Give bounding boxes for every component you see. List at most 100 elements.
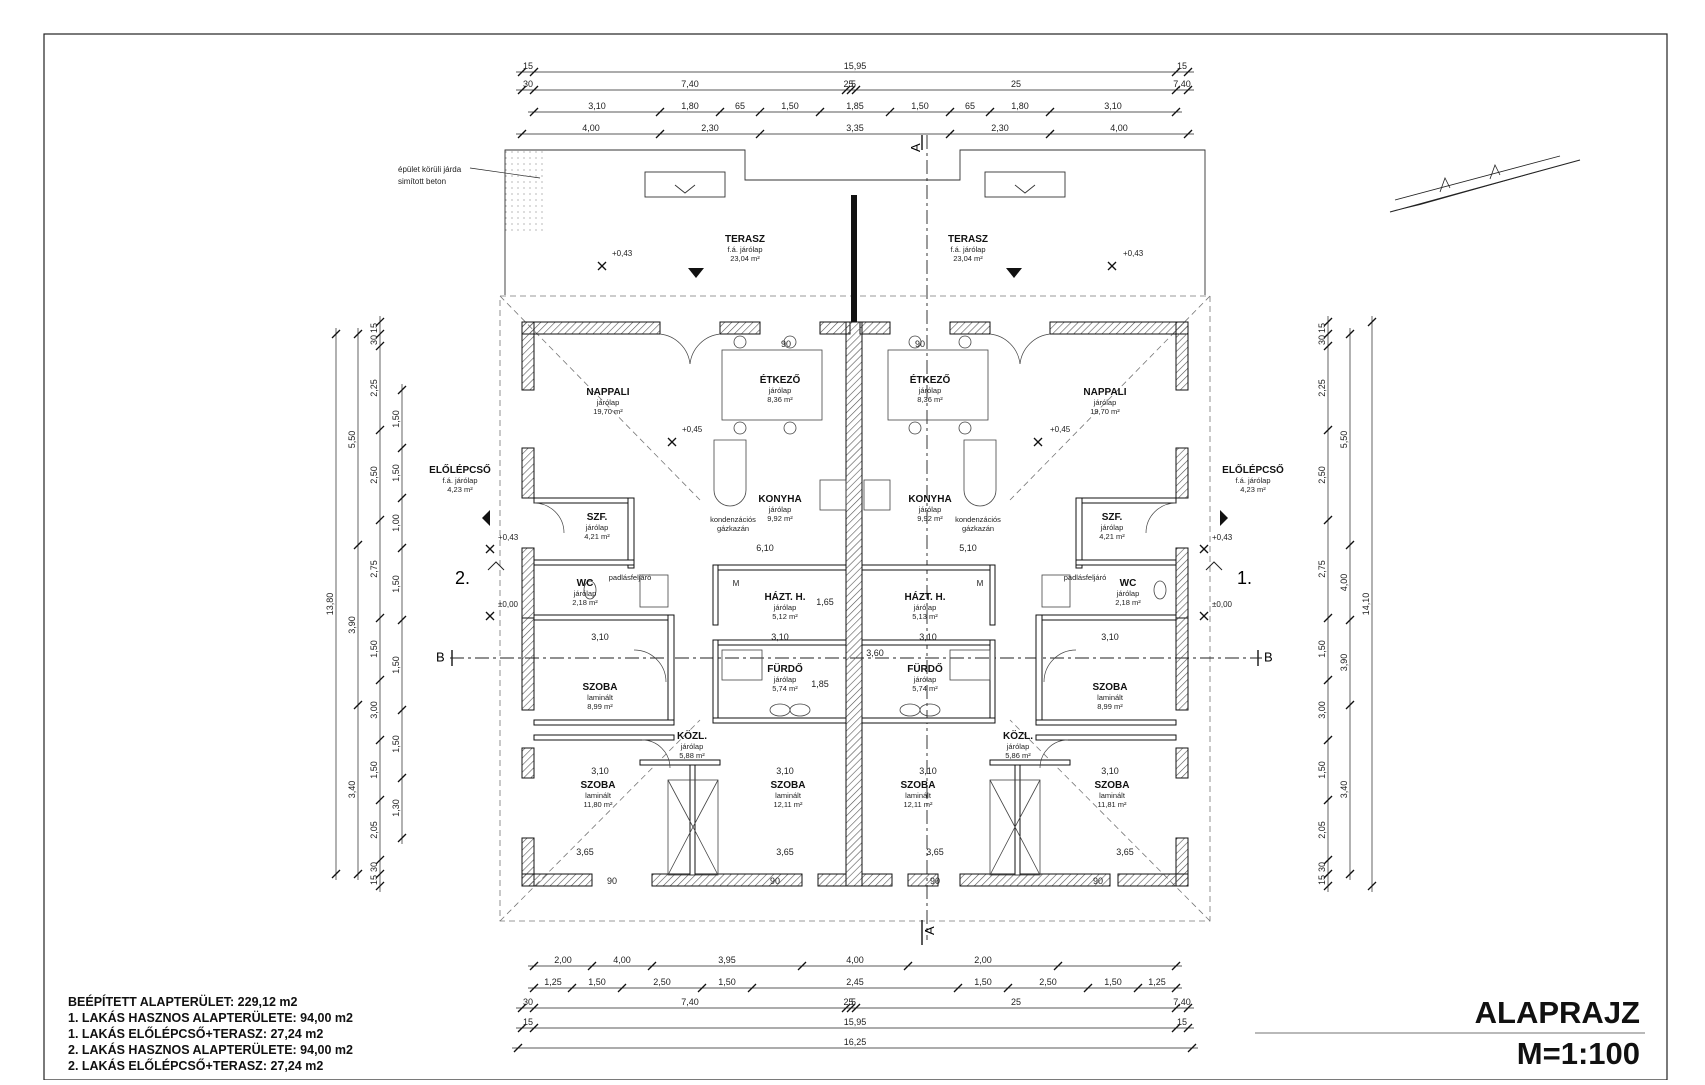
svg-text:járólap: járólap — [1116, 589, 1140, 598]
room-furdo-2: FÜRDŐ járólap 5,74 m² — [767, 662, 803, 693]
left-dim-inner-label: 1,50 — [369, 761, 379, 779]
top-dim-row3-label: 1,85 — [846, 101, 864, 111]
left-dim-outer-label: 13,80 — [325, 593, 335, 616]
svg-text:járólap: járólap — [1093, 398, 1117, 407]
dim-szoba-310-3: 3,10 — [919, 766, 937, 776]
room-konyha-2: KONYHA járólap 9,92 m² — [908, 494, 951, 523]
right-dim-mid: 5,504,003,903,40 — [1339, 328, 1355, 880]
right-dim-mid-label: 5,50 — [1339, 431, 1349, 449]
svg-text:8,99 m²: 8,99 m² — [1097, 702, 1123, 711]
svg-text:19,70 m²: 19,70 m² — [1090, 407, 1120, 416]
left-dim-inner-label: 1,50 — [369, 640, 379, 658]
right-dim-mid-label: 3,40 — [1339, 781, 1349, 799]
room-etkezo-2: ÉTKEZŐ járólap 8,36 m² — [910, 373, 951, 404]
svg-text:járólap: járólap — [768, 386, 792, 395]
left-dim-openings-label: 1,30 — [391, 799, 401, 817]
level-floor-right: +0,45 — [1050, 425, 1071, 434]
svg-text:5,13 m²: 5,13 m² — [912, 612, 938, 621]
bottom-dim-row5-label: 16,25 — [844, 1037, 867, 1047]
dim-win-90-4: 90 — [1093, 876, 1103, 886]
dim-610: 6,10 — [756, 543, 774, 553]
svg-text:járólap: járólap — [585, 523, 609, 532]
sidewalk-texture — [505, 150, 545, 235]
room-szf-2: SZF. járólap 4,21 m² — [584, 512, 610, 541]
top-dim-row2-label: 5 — [851, 79, 856, 89]
svg-text:12,11 m²: 12,11 m² — [903, 800, 933, 809]
left-dim-inner-label: 2,50 — [369, 466, 379, 484]
interior-walls — [533, 497, 1177, 876]
level-ground-left: ±0,00 — [498, 600, 519, 609]
svg-text:8,36 m²: 8,36 m² — [917, 395, 943, 404]
svg-text:11,81 m²: 11,81 m² — [1097, 800, 1127, 809]
svg-text:SZOBA: SZOBA — [1093, 682, 1128, 693]
dim-hazt-310-2: 3,10 — [919, 632, 937, 642]
level-terrace-right: +0,43 — [1123, 249, 1144, 258]
bottom-dim-row2-label: 1,50 — [974, 977, 992, 987]
svg-text:laminált: laminált — [587, 693, 614, 702]
svg-text:járólap: járólap — [1006, 742, 1030, 751]
svg-text:4,23 m²: 4,23 m² — [447, 485, 473, 494]
svg-text:laminált: laminált — [1097, 693, 1124, 702]
kitchen-furniture — [713, 335, 997, 511]
right-dim-inner-label: 2,25 — [1317, 379, 1327, 397]
bottom-dim-row4-label: 15,95 — [844, 1017, 867, 1027]
right-dim-inner-label: 2,50 — [1317, 466, 1327, 484]
svg-text:8,99 m²: 8,99 m² — [587, 702, 613, 711]
svg-text:KONYHA: KONYHA — [908, 494, 951, 505]
right-dim-inner-label: 2,05 — [1317, 821, 1327, 839]
top-dim-row2-label: 7,40 — [681, 79, 699, 89]
unit-1-label: 1. — [1237, 568, 1252, 588]
svg-text:ELŐLÉPCSŐ: ELŐLÉPCSŐ — [1222, 463, 1284, 476]
dim-510: 5,10 — [959, 543, 977, 553]
room-labels: TERASZ f.á. járólap 23,04 m² TERASZ f.á.… — [429, 234, 1284, 809]
north-arrow — [1389, 155, 1581, 213]
bottom-dim-row2-label: 2,50 — [1039, 977, 1057, 987]
room-szoba-small-1: SZOBA laminált 8,99 m² — [1093, 682, 1128, 711]
svg-text:HÁZT. H.: HÁZT. H. — [764, 590, 805, 603]
svg-text:NAPPALI: NAPPALI — [586, 387, 629, 398]
svg-text:TERASZ: TERASZ — [725, 234, 765, 245]
bottom-dim-row2-label: 1,50 — [718, 977, 736, 987]
svg-text:járólap: járólap — [1100, 523, 1124, 532]
bottom-dim-row1-label: 3,95 — [718, 955, 736, 965]
svg-text:23,04 m²: 23,04 m² — [953, 254, 983, 263]
bottom-dim-row3-label: 30 — [523, 997, 533, 1007]
level-terrace-left: +0,43 — [612, 249, 633, 258]
svg-text:ÉTKEZŐ: ÉTKEZŐ — [910, 373, 951, 386]
room-szf-1: SZF. járólap 4,21 m² — [1099, 512, 1125, 541]
top-dim-row3-label: 65 — [735, 101, 745, 111]
dim-szoba-310-4: 3,10 — [1101, 766, 1119, 776]
dim-win-90-1: 90 — [607, 876, 617, 886]
top-dim-row4-label: 2,30 — [701, 123, 719, 133]
right-dim-outer-label: 14,10 — [1361, 593, 1371, 616]
wardrobes — [667, 779, 1041, 876]
top-dim-row2-label: 25 — [843, 79, 853, 89]
svg-text:f.á. járólap: f.á. járólap — [1235, 476, 1270, 485]
svg-text:5,88 m²: 5,88 m² — [679, 751, 705, 760]
bathroom-fixtures — [583, 574, 1167, 717]
right-dim-inner-label: 3,00 — [1317, 701, 1327, 719]
left-dim-inner-label: 2,05 — [369, 821, 379, 839]
room-wc-2: WC járólap 2,18 m² — [572, 578, 598, 607]
room-szoba-mid-2: SZOBA laminált 12,11 m² — [771, 780, 806, 809]
terrace-outline — [504, 149, 1206, 295]
svg-text:9,92 m²: 9,92 m² — [917, 514, 943, 523]
label-padlas-2: padlásfeljáró — [1064, 573, 1107, 582]
right-dim-mid-label: 3,90 — [1339, 654, 1349, 672]
svg-text:laminált: laminált — [585, 791, 612, 800]
left-dim-inner-label: 15 — [369, 323, 379, 333]
svg-text:SZOBA: SZOBA — [771, 780, 806, 791]
section-a-markers: A A — [908, 135, 937, 945]
drawing-title: ALAPRAJZ — [1474, 995, 1640, 1030]
exterior-walls — [521, 321, 1189, 887]
bottom-dim-row1-label: 2,00 — [974, 955, 992, 965]
left-dim-inner-label: 30 — [369, 335, 379, 345]
svg-text:laminált: laminált — [775, 791, 802, 800]
svg-text:laminált: laminált — [905, 791, 932, 800]
svg-text:járólap: járólap — [680, 742, 704, 751]
